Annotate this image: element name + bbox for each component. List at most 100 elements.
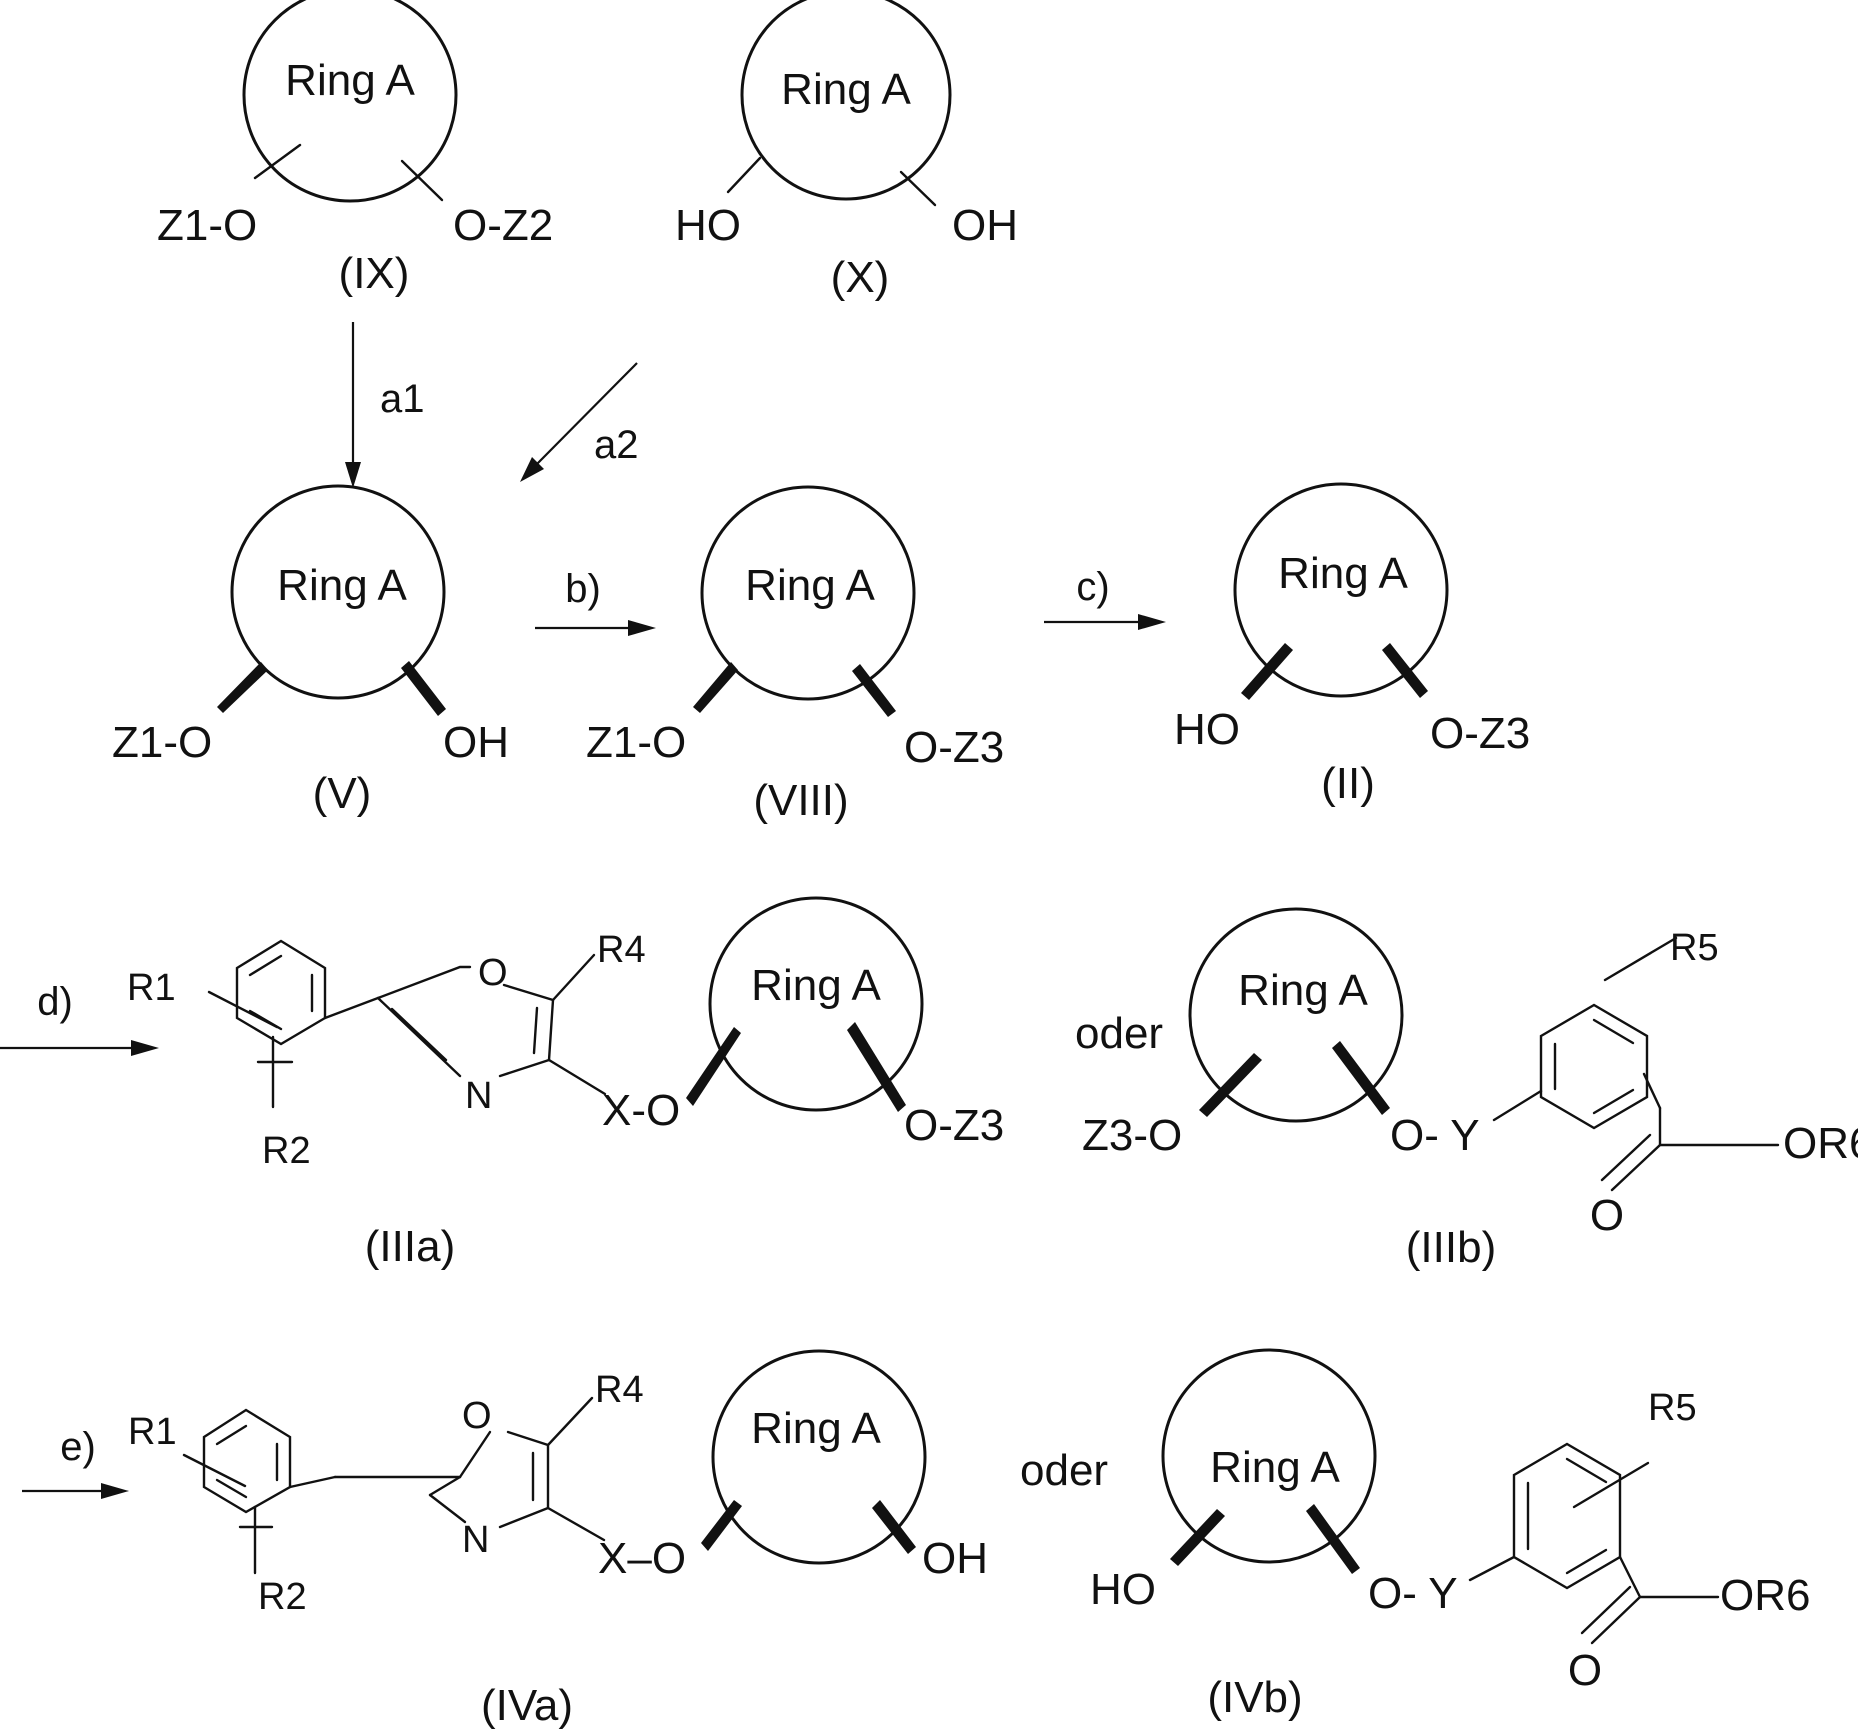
- right-substituent: O-Z3: [1430, 709, 1530, 758]
- wedge-bond: [852, 664, 896, 717]
- benzene-ring: [1514, 1444, 1620, 1588]
- right-substituent: OH: [443, 718, 509, 767]
- R1-label: R1: [128, 1411, 177, 1453]
- oder-connector: oder: [1020, 1446, 1108, 1495]
- arrow-a2: a2: [520, 363, 639, 482]
- oxazole-double-bond: [392, 1009, 446, 1060]
- oxazole-double-bond: [534, 1008, 537, 1053]
- ring-label: Ring A: [277, 561, 407, 610]
- carbonyl-bond: [1592, 1597, 1640, 1643]
- linker-bond: [1470, 1557, 1514, 1580]
- oxazole-nitrogen: N: [465, 1075, 492, 1117]
- ring-label: Ring A: [781, 65, 911, 114]
- ring-label: Ring A: [1238, 966, 1368, 1015]
- aryl-bond: [325, 998, 378, 1018]
- linker-bond: [549, 1060, 605, 1094]
- linker-label: X–O: [598, 1534, 686, 1583]
- compound-II: Ring A HO O-Z3 (II): [1174, 484, 1530, 808]
- oxazole-ring: [549, 1000, 553, 1060]
- step-label: a1: [380, 377, 425, 421]
- benzene-ring: [1541, 1005, 1647, 1128]
- arrowhead: [131, 1040, 159, 1056]
- compound-label: (IIIa): [365, 1222, 455, 1271]
- linker-label: X-O: [602, 1086, 680, 1135]
- left-substituent: Z1-O: [157, 201, 257, 250]
- R2-label: R2: [258, 1576, 307, 1618]
- compound-label: (V): [313, 769, 372, 818]
- wedge-bond: [1306, 1504, 1360, 1574]
- arrowhead: [101, 1483, 129, 1499]
- ring-label: Ring A: [1278, 549, 1408, 598]
- left-substituent: HO: [1174, 705, 1240, 754]
- oxazole-oxygen: O: [462, 1395, 492, 1437]
- R5-label: R5: [1670, 927, 1719, 969]
- left-substituent: HO: [675, 201, 741, 250]
- linker-label: O- Y: [1368, 1569, 1458, 1618]
- aromatic-double-bond: [217, 1480, 246, 1497]
- wedge-bond: [1382, 643, 1428, 698]
- step-label: d): [37, 980, 73, 1024]
- carbonyl-bond: [1602, 1135, 1650, 1180]
- wedge-bond: [217, 662, 268, 713]
- right-substituent: O-Z3: [904, 723, 1004, 772]
- right-substituent: O-Z3: [904, 1101, 1004, 1150]
- wedge-bond: [686, 1027, 741, 1106]
- R2-label: R2: [262, 1130, 311, 1172]
- compound-VIII: Ring A Z1-O O-Z3 (VIII): [586, 487, 1004, 825]
- linker-label: O- Y: [1390, 1111, 1480, 1160]
- compound-label: (IVa): [481, 1681, 573, 1730]
- substituent-bond-R5: [1605, 938, 1676, 980]
- oxazole-ring: [508, 1432, 548, 1445]
- arrow-a1: a1: [345, 322, 425, 488]
- arrowhead: [1138, 614, 1166, 630]
- oxazole-ring: [500, 1508, 548, 1527]
- compound-X: Ring A HO OH (X): [675, 0, 1018, 302]
- oxazole-ring: [460, 1432, 490, 1477]
- aryl-bond: [290, 1477, 335, 1487]
- carbonyl-bond: [1612, 1145, 1660, 1190]
- wedge-bond: [693, 662, 738, 713]
- wedge-bond: [847, 1022, 906, 1112]
- substituent-bond-R1: [184, 1455, 245, 1486]
- wedge-bond: [1170, 1509, 1225, 1566]
- left-substituent: Z1-O: [586, 718, 686, 767]
- compound-IVb: Ring A HO O- Y R5 OR6 O (IVb): [1090, 1350, 1810, 1722]
- R5-label: R5: [1648, 1387, 1697, 1429]
- compound-label: (IVb): [1207, 1673, 1302, 1722]
- oxazole-ring: [504, 985, 553, 1000]
- bond-line: [901, 172, 935, 205]
- arrowhead: [628, 620, 656, 636]
- compound-label: (II): [1321, 759, 1375, 808]
- ring-label: Ring A: [745, 561, 875, 610]
- compound-IVa: R1 R2 O N R4 X–O Ring A OH (IVa): [128, 1351, 988, 1730]
- compound-label: (VIII): [753, 776, 848, 825]
- oxazole-nitrogen: N: [462, 1519, 489, 1561]
- right-substituent: O-Z2: [453, 201, 553, 250]
- ring-label: Ring A: [285, 56, 415, 105]
- wedge-bond: [1199, 1053, 1262, 1117]
- compound-IIIa: R1 R2 O N R4 X-O Ring A O-Z3 (IIIa): [127, 898, 1004, 1271]
- ring-label: Ring A: [751, 961, 881, 1010]
- ester-bond: [1620, 1557, 1640, 1597]
- oxazole-double-bond: [430, 1477, 460, 1495]
- bond-line: [402, 161, 442, 200]
- ring-label: Ring A: [751, 1404, 881, 1453]
- R4-label: R4: [597, 929, 646, 971]
- oxazole-ring: [378, 967, 470, 998]
- aromatic-double-bond: [217, 1426, 246, 1444]
- wedge-bond: [701, 1500, 742, 1551]
- arrow-c: c): [1044, 565, 1166, 630]
- left-substituent: Z3-O: [1082, 1111, 1182, 1160]
- compound-label: (IX): [339, 249, 410, 298]
- step-label: c): [1076, 565, 1109, 609]
- arrow-e: e): [22, 1425, 129, 1499]
- ester-label: OR6: [1783, 1119, 1858, 1168]
- oxazole-ring: [500, 1060, 549, 1076]
- step-label: a2: [594, 423, 639, 467]
- right-substituent: OH: [922, 1534, 988, 1583]
- step-label: e): [60, 1425, 96, 1469]
- right-substituent: OH: [952, 201, 1018, 250]
- ring-label: Ring A: [1210, 1443, 1340, 1492]
- wedge-bond: [1241, 643, 1293, 700]
